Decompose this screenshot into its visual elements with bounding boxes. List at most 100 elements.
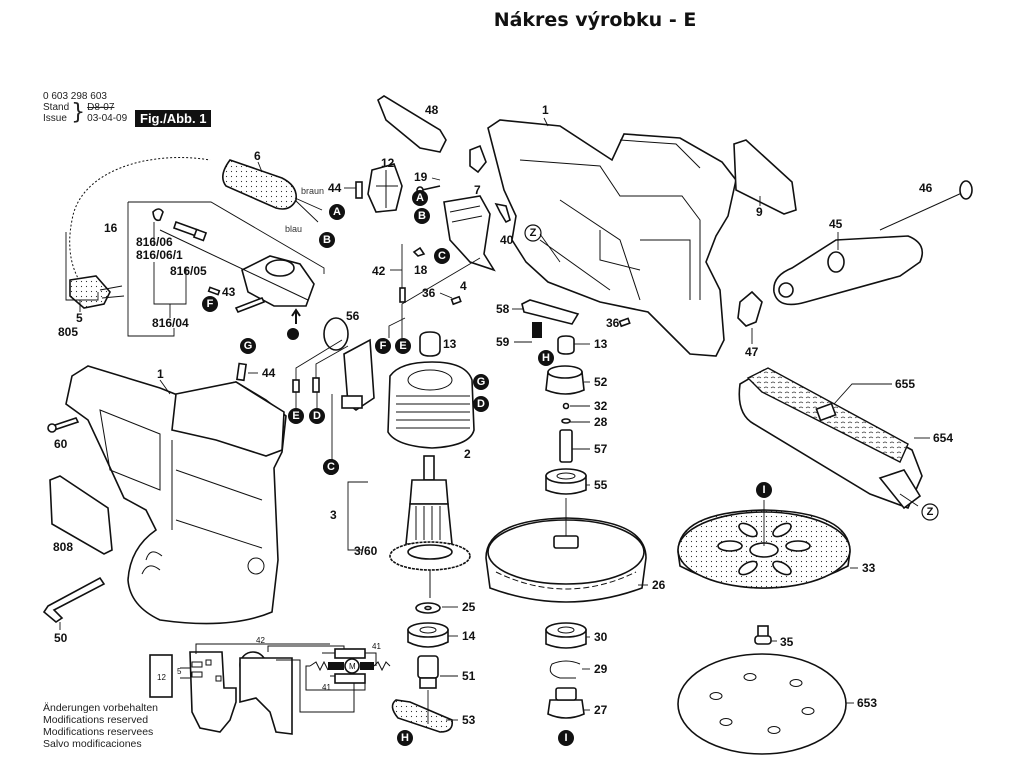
part-label-35: 35 [780,635,794,649]
svg-text:Z: Z [927,506,934,518]
marker-b-switch: B [414,208,430,224]
marker-g-field: G [473,374,489,390]
svg-text:C: C [438,250,446,262]
part-label-27: 27 [594,703,608,717]
part-label-3: 3 [330,508,337,522]
wire-label-braun: braun [301,186,324,196]
note-es: Salvo modificaciones [43,738,142,750]
hex-key [42,576,106,623]
issue-label: Issue [43,113,67,124]
part-label-33: 33 [862,561,876,575]
part-label-28: 28 [594,415,608,429]
part-label-12: 12 [381,156,395,170]
armature [347,455,471,598]
page-title: Nákres výrobku - E [493,9,697,31]
part-label-36-left: 36 [422,286,436,300]
part-label-29: 29 [594,662,608,676]
svg-text:E: E [292,410,299,422]
part-label-50: 50 [54,631,68,645]
note-de: Änderungen vorbehalten [43,702,159,714]
part-label-9: 9 [756,205,763,219]
part-label-808: 808 [53,540,73,554]
dust-box [738,367,923,510]
svg-text:H: H [542,352,550,364]
part-label-2: 2 [464,447,471,461]
marker-d-electronics: D [309,408,325,424]
schematic-cord-label: 5 [177,667,182,676]
motor-field [387,331,475,449]
part-label-57: 57 [594,442,608,456]
switch-housing-parts [236,95,631,382]
svg-text:Z: Z [530,227,537,239]
marker-i-pad: I [756,482,772,498]
part-label-4: 4 [460,279,467,293]
svg-text:G: G [244,340,253,352]
marker-d-field: D [473,396,489,412]
svg-text:B: B [418,210,426,222]
marker-f-field: F [375,338,391,354]
part-label-13-bottom: 13 [594,337,608,351]
marker-g-switch: G [240,338,256,354]
modification-notes: Änderungen vorbehalten Modifications res… [43,702,158,750]
marker-a-cord: A [329,204,345,220]
screw-60 [47,417,80,433]
part-label-36-right: 36 [606,316,620,330]
part-label-19: 19 [414,170,428,184]
marker-i-nut: I [558,730,574,746]
part-label-43: 43 [222,285,236,299]
svg-text:A: A [333,206,341,218]
part-label-55: 55 [594,478,608,492]
part-label-60: 60 [54,437,68,451]
marker-z-dustbox: Z [921,503,939,521]
part-label-44-tool: 44 [262,366,276,380]
part-label-653: 653 [857,696,877,710]
part-label-14: 14 [462,629,476,643]
svg-text:G: G [477,376,486,388]
part-label-805: 805 [58,325,78,339]
part-label-42: 42 [372,264,386,278]
sanding-pad [677,500,851,589]
marker-e-field: E [395,338,411,354]
svg-text:I: I [762,484,765,496]
schematic-motor-label: M [349,662,356,671]
power-cord [65,156,323,312]
part-label-1-housing: 1 [542,103,549,117]
part-label-654: 654 [933,431,953,445]
part-label-18: 18 [414,263,428,277]
schematic-suppressor-label: 42 [256,636,265,645]
part-label-40: 40 [500,233,514,247]
svg-text:A: A [416,192,424,204]
part-label-816-04: 816/04 [152,316,189,330]
svg-text:D: D [313,410,321,422]
note-en: Modifications reserved [43,714,149,726]
issue-value: 03-04-09 [87,113,128,124]
part-label-3-60: 3/60 [354,544,378,558]
part-number: 0 603 298 603 [43,91,107,102]
svg-text:C: C [327,461,335,473]
figure-badge: Fig./Abb. 1 [135,110,212,127]
part-label-51: 51 [462,669,476,683]
part-label-25: 25 [462,600,476,614]
svg-text:I: I [564,732,567,744]
part-label-46: 46 [919,181,933,195]
marker-h-belt: H [397,730,413,746]
svg-text:H: H [401,732,409,744]
svg-text:E: E [399,340,406,352]
part-label-6: 6 [254,149,261,163]
part-label-30: 30 [594,630,608,644]
schematic-brush-top-label: 41 [372,642,381,651]
marker-b-cord: B [319,232,335,248]
lower-bearing-stack [545,622,587,719]
part-label-655: 655 [895,377,915,391]
marker-e-electronics: E [288,408,304,424]
part-label-45: 45 [829,217,843,231]
motor-shaft-stack [391,602,454,733]
svg-text:F: F [380,340,387,352]
svg-text:D: D [477,398,485,410]
rating-plate [733,139,797,215]
marker-h-eccentric: H [538,350,554,366]
marker-f-switch: F [202,296,218,312]
note-fr: Modifications reservees [43,726,154,738]
svg-text:F: F [207,298,214,310]
label-plate-808 [49,475,113,555]
